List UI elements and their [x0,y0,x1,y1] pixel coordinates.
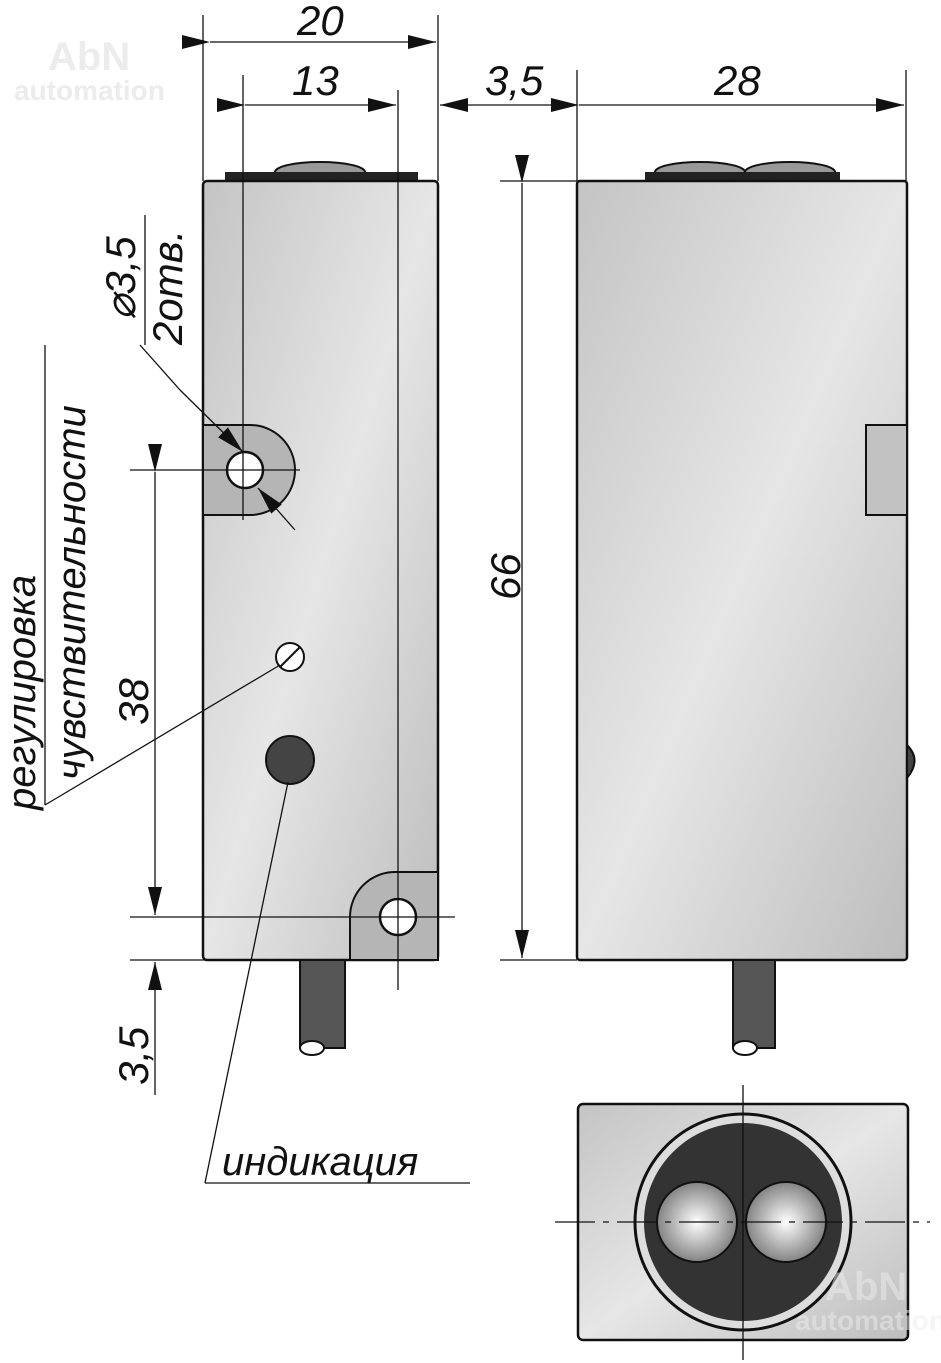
svg-text:AbN: AbN [48,35,130,79]
dim-bottom-offset: 3,5 [110,1026,157,1085]
dimension-lines [44,15,907,1184]
svg-text:automation: automation [795,1305,941,1336]
dim-height: 66 [482,553,529,600]
dim-width-side: 28 [713,57,761,104]
bottom-view: AbN automation [555,1085,941,1360]
side-view [575,161,916,1056]
dim-hole-spacing-h: 13 [292,57,339,104]
led-indicator-icon [265,735,315,785]
cable-side [732,959,776,1056]
watermark-top: AbN automation [14,35,165,106]
dim-hole-diameter: ⌀3,5 [97,236,144,320]
label-adjust-line2: чувствительности [50,405,94,780]
label-adjust-line1: регулировка [0,575,44,811]
dim-offset: 3,5 [485,57,544,104]
dim-hole-spacing-v: 38 [110,678,157,725]
cable-front [299,959,346,1056]
dim-hole-count: 2отв. [144,230,191,346]
front-view [130,75,455,1056]
label-indication: индикация [222,1140,418,1184]
svg-text:automation: automation [14,75,165,106]
dim-width-front: 20 [296,0,344,44]
svg-text:AbN: AbN [825,1265,907,1309]
adjust-screw-icon [275,642,305,672]
